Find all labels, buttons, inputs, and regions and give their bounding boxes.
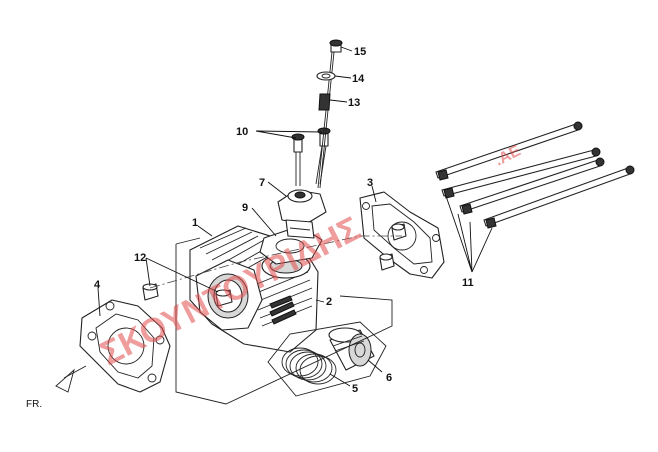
flange-bolts [291, 127, 331, 186]
callout-5: 5 [352, 383, 358, 395]
callout-2: 2 [326, 296, 332, 308]
callout-6: 6 [386, 372, 392, 384]
callout-12: 12 [134, 252, 146, 264]
tensioner-rod-assembly [316, 39, 343, 189]
cylinder-studs [435, 121, 635, 229]
dowel-pins [142, 283, 233, 307]
watermark: ΣΚΟΥΝΤΟΥΡΙΔΗΣ .ΑΕ [94, 142, 523, 373]
callout-7: 7 [259, 177, 265, 189]
dowel-pins-right [379, 223, 407, 271]
callout-9: 9 [242, 202, 248, 214]
callout-3: 3 [367, 177, 373, 189]
callout-leaders [97, 46, 493, 387]
callout-13: 13 [348, 97, 360, 109]
piston-rings [281, 347, 337, 385]
callout-4: 4 [94, 279, 101, 291]
assembly-frames [149, 235, 402, 405]
front-direction-indicator: FR. [26, 365, 87, 410]
callout-14: 14 [352, 73, 365, 85]
callout-11: 11 [462, 277, 474, 289]
cylinder-base-gasket [79, 299, 171, 393]
callout-10: 10 [236, 126, 248, 138]
piston [328, 327, 375, 371]
front-label: FR. [26, 399, 42, 410]
callout-15: 15 [354, 46, 366, 58]
callout-1: 1 [192, 217, 198, 229]
cam-chain-tensioner [277, 189, 327, 239]
callout-numbers: 1 2 3 4 5 6 7 9 10 11 12 13 14 15 [94, 46, 474, 395]
